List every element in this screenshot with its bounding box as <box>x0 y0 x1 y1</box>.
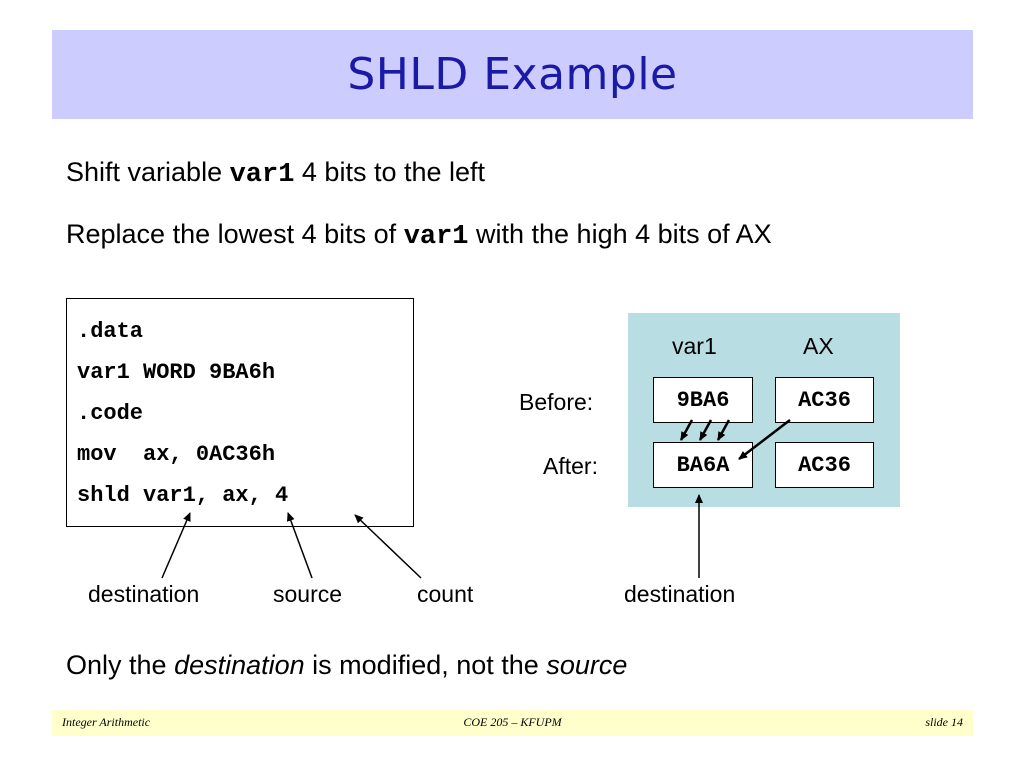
before-var1-box: 9BA6 <box>653 377 753 423</box>
note-line: Only the destination is modified, not th… <box>66 650 627 681</box>
before-ax-box: AC36 <box>775 377 874 423</box>
bullet-1-prefix: Shift variable <box>66 157 230 187</box>
code-count-label: count <box>417 581 474 607</box>
bullet-2-suffix: with the high 4 bits of AX <box>468 219 772 249</box>
bullet-1-code: var1 <box>229 160 295 190</box>
ax-high-bits-arrow <box>738 419 791 460</box>
note-middle: is modified, not the <box>304 650 547 680</box>
col-var1-label: var1 <box>672 333 717 359</box>
code-box: .data var1 WORD 9BA6h .code mov ax, 0AC3… <box>66 298 414 527</box>
bullet-1-suffix: 4 bits to the left <box>294 157 486 187</box>
footer-right: slide 14 <box>925 715 963 729</box>
code-line: .data <box>77 319 144 344</box>
code-line: var1 WORD 9BA6h <box>77 360 276 385</box>
code-count-arrow <box>354 514 422 579</box>
code-destination-arrow <box>161 512 191 579</box>
slide-title: SHLD Example <box>347 49 678 100</box>
code-line: mov ax, 0AC36h <box>77 442 276 467</box>
note-prefix: Only the <box>66 650 175 680</box>
after-label: After: <box>543 453 598 479</box>
footer-center: COE 205 – KFUPM <box>463 715 562 729</box>
bullet-2-code: var1 <box>403 222 469 252</box>
code-source-label: source <box>273 581 343 607</box>
bullet-line-2: Replace the lowest 4 bits of var1 with t… <box>66 219 772 252</box>
title-bar: SHLD Example <box>52 30 973 119</box>
footer-left: Integer Arithmetic <box>62 715 151 729</box>
code-line: shld var1, ax, 4 <box>77 483 289 508</box>
code-source-arrow <box>287 512 313 579</box>
note-em-source: source <box>546 650 628 680</box>
code-line: .code <box>77 401 144 426</box>
diagram-destination-label: destination <box>624 581 736 607</box>
note-em-destination: destination <box>174 650 305 680</box>
shift-arrow <box>716 419 731 441</box>
shift-arrow <box>679 419 694 441</box>
before-label: Before: <box>519 389 594 415</box>
code-destination-label: destination <box>88 581 200 607</box>
col-ax-label: AX <box>803 333 834 359</box>
after-var1-box: BA6A <box>653 442 753 488</box>
shift-arrow <box>698 419 713 441</box>
bullet-line-1: Shift variable var1 4 bits to the left <box>66 157 485 190</box>
bullet-2-prefix: Replace the lowest 4 bits of <box>66 219 404 249</box>
footer-bar: Integer Arithmetic COE 205 – KFUPM slide… <box>52 710 973 736</box>
after-ax-box: AC36 <box>775 442 874 488</box>
